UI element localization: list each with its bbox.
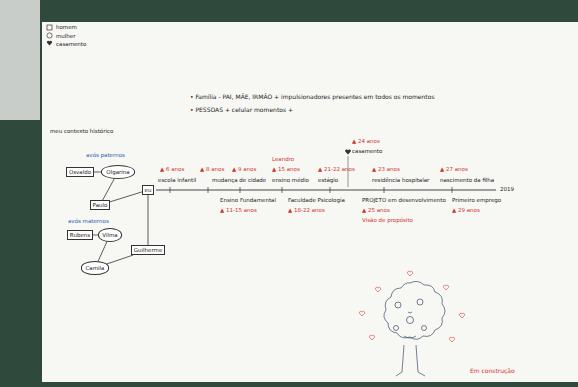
person-square: eu (142, 185, 154, 195)
note-label: Leandro (272, 156, 294, 162)
note-label: ▲ 6 anos (160, 166, 184, 172)
family-line (148, 195, 149, 245)
person-circle: Vilma (98, 228, 122, 241)
person-name: eu (145, 187, 152, 193)
note-label: Primeiro emprego (452, 197, 501, 203)
note-label: ▲ 24 anos (352, 138, 380, 144)
person-name: Osvaldo (69, 169, 91, 175)
note-label: ▲ 9 anos (232, 166, 256, 172)
note-label: ▲ 23 anos (372, 166, 400, 172)
legend-text: homem (56, 24, 77, 30)
note-label: • Família - PAI, MÃE, IRMÃO + impulsiona… (190, 94, 435, 101)
note-label: Visão de propósito (362, 217, 413, 223)
note-label: Ensino Fundamental (220, 197, 276, 203)
person-square: Rubens (67, 230, 92, 240)
note-label: 2019 (500, 186, 514, 192)
person-circle: Camila (81, 261, 110, 274)
note-label: • PESSOAS + celular momentos + (190, 107, 293, 114)
note-label: ▲ 18-22 anos (288, 207, 325, 213)
note-label: Faculdade Psicologia (288, 197, 345, 203)
note-label: ▲ 8 anos (200, 166, 224, 172)
note-label: avós paternos (86, 152, 125, 158)
family-line (103, 178, 115, 200)
person-name: Camila (85, 265, 104, 271)
note-label: residência hospitalar (372, 177, 429, 183)
person-square: Paulo (90, 200, 110, 210)
note-label: ▲ 21-22 anos (318, 166, 355, 172)
note-label: ▲ 29 anos (452, 207, 480, 213)
person-square: Osvaldo (66, 167, 93, 177)
family-line (98, 241, 107, 261)
note-label: escola infantil (158, 177, 196, 183)
note-label: estágio (318, 177, 338, 183)
note-label: meu contexto histórico (50, 128, 113, 134)
family-line (106, 255, 133, 264)
person-name: Rubens (70, 232, 90, 238)
note-label: ▲ 25 anos (362, 207, 390, 213)
note-label: ▲ 11-15 anos (220, 207, 257, 213)
note-label: ▲ 27 anos (440, 166, 468, 172)
legend-text: casamento (56, 41, 86, 47)
person-name: Guilherme (134, 247, 163, 253)
note-label: casamento (352, 148, 382, 154)
family-line (110, 192, 142, 202)
note-label: avós maternos (68, 218, 109, 224)
note-label: ▲ 15 anos (272, 166, 300, 172)
note-label: Em construção (470, 368, 515, 375)
note-label: mudança de cidade (212, 177, 266, 183)
note-label: ensino médio (272, 177, 309, 183)
person-name: Paulo (93, 202, 108, 208)
note-label: PROJETO em desenvolvimento (362, 197, 446, 203)
person-square: Guilherme (131, 245, 165, 255)
family-line (94, 171, 101, 172)
person-name: Olgarina (106, 169, 129, 175)
person-circle: Olgarina (101, 165, 135, 178)
person-name: Vilma (102, 232, 117, 238)
note-label: nascimento da filha (440, 177, 494, 183)
legend-text: mulher (56, 33, 76, 39)
